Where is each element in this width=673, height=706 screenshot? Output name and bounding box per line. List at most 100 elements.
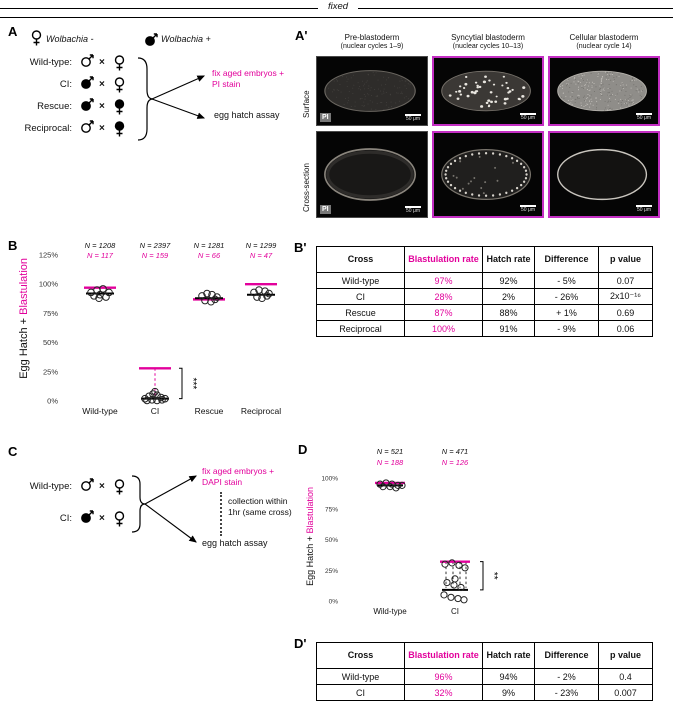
cross-label-ci: CI: [59, 513, 72, 524]
micrograph-surface-cellular-blastoderm: 50 μm [548, 56, 660, 126]
outcome-egg-hatch: egg hatch assay [214, 110, 280, 120]
male-symbol-icon [81, 54, 94, 67]
cell: Rescue [316, 304, 405, 321]
scale-bar-line [520, 205, 536, 207]
scale-bar-label: 50 μm [637, 207, 651, 213]
svg-text:N = 471: N = 471 [442, 447, 468, 456]
svg-text:Reciprocal: Reciprocal [241, 406, 281, 416]
cell: 2% [482, 288, 535, 305]
column-title: Cellular blastoderm [569, 33, 639, 42]
ylabel-magenta: Blastulation [305, 487, 315, 534]
row-label-cross-section: Cross-section [302, 163, 311, 212]
cross-label-rescue: Rescue: [37, 101, 72, 112]
cross-label-wildtype: Wild-type: [29, 57, 72, 68]
panel-a-label: A [8, 24, 18, 39]
collection-line1: collection within [228, 496, 288, 506]
male-symbol-icon [81, 76, 94, 89]
micrograph-cross-section-pre-blastoderm: PI 50 μm [316, 131, 428, 218]
cross-label-reciprocal: Reciprocal: [24, 123, 72, 134]
branch-arrows [151, 75, 206, 119]
column-title: Pre-blastoderm [344, 33, 400, 42]
male-symbol-icon [81, 478, 94, 491]
male-symbol-icon [81, 98, 94, 111]
column-title: Syncytial blastoderm [451, 33, 525, 42]
svg-text:N = 1281: N = 1281 [194, 241, 225, 250]
legend-wolbachia-minus: Wolbachia - [46, 34, 94, 44]
cross-x: × [99, 481, 105, 492]
scale-bar: 50 μm [636, 205, 652, 213]
cell: - 9% [534, 320, 599, 337]
micrograph-cross-section-cellular-blastoderm: 50 μm [548, 131, 660, 218]
scale-bar-label: 50 μm [637, 115, 651, 121]
micrograph-cross-section-syncytial-blastoderm: 50 μm [432, 131, 544, 218]
header-blastulation-rate: Blastulation rate [404, 246, 483, 273]
header-p-value: p value [598, 642, 653, 669]
scale-bar: 50 μm [636, 113, 652, 121]
svg-text:50%: 50% [325, 537, 338, 544]
svg-text:100%: 100% [39, 280, 59, 289]
cell: 9% [482, 684, 535, 701]
cell: 92% [482, 272, 535, 289]
svg-text:N = 2397: N = 2397 [140, 241, 171, 250]
cell: 28% [404, 288, 483, 305]
cell: Reciprocal [316, 320, 405, 337]
scale-bar-label: 50 μm [406, 116, 420, 122]
svg-text:125%: 125% [39, 251, 59, 260]
scale-bar-line [520, 113, 536, 115]
svg-text:100%: 100% [322, 476, 338, 483]
cell: + 1% [534, 304, 599, 321]
female-symbol-icon [31, 30, 42, 46]
top-rule-right [358, 8, 673, 9]
male-symbol-icon [81, 120, 94, 133]
female-symbol-icon [114, 511, 125, 527]
collection-note: collection within 1hr (same cross) [228, 496, 292, 518]
cell: 0.4 [598, 668, 653, 685]
cross-x: × [99, 123, 105, 134]
cell: Wild-type [316, 272, 405, 289]
ylabel-magenta: Blastulation [18, 258, 30, 315]
cell: 0.07 [598, 272, 653, 289]
svg-text:N = 159: N = 159 [142, 251, 169, 260]
svg-text:N = 521: N = 521 [377, 447, 403, 456]
cross-x: × [99, 513, 105, 524]
cell: 0.007 [598, 684, 653, 701]
panel-dprime-label: D' [294, 636, 307, 651]
svg-text:**: ** [488, 572, 499, 580]
header-hatch-rate: Hatch rate [482, 642, 535, 669]
header-hatch-rate: Hatch rate [482, 246, 535, 273]
chart-d-ylabel: Egg Hatch + Blastulation [305, 487, 315, 586]
top-rule-full [0, 17, 673, 18]
blastulation-hatch-table-b: Cross Blastulation rate Hatch rate Diffe… [316, 246, 653, 337]
female-symbol-icon [114, 479, 125, 495]
column-subtitle: (nuclear cycles 1–9) [340, 42, 404, 50]
svg-text:0%: 0% [329, 599, 339, 606]
cell: 100% [404, 320, 483, 337]
svg-text:***: *** [187, 378, 198, 390]
scale-bar-line [405, 114, 421, 116]
table-header-row: Cross Blastulation rate Hatch rate Diffe… [316, 246, 653, 273]
figure-top-label: fixed [327, 1, 349, 12]
cell: 2x10⁻¹⁶ [598, 288, 653, 305]
svg-text:N = 1208: N = 1208 [85, 241, 116, 250]
svg-text:50%: 50% [43, 338, 58, 347]
panel-d-label: D [298, 442, 308, 457]
collection-bracket [220, 492, 222, 536]
cell: Wild-type [316, 668, 405, 685]
legend-wolbachia-plus: Wolbachia + [161, 34, 211, 44]
svg-text:25%: 25% [325, 568, 338, 575]
svg-text:75%: 75% [43, 309, 58, 318]
male-symbol-icon [81, 510, 94, 523]
scale-bar: 50 μm [520, 205, 536, 213]
header-difference: Difference [534, 642, 599, 669]
outcome-fix-line2: PI stain [212, 78, 241, 89]
scale-bar-line [405, 206, 421, 208]
scale-bar-label: 50 μm [406, 208, 420, 214]
scale-bar-line [636, 205, 652, 207]
svg-text:75%: 75% [325, 506, 338, 513]
cell: CI [316, 684, 405, 701]
